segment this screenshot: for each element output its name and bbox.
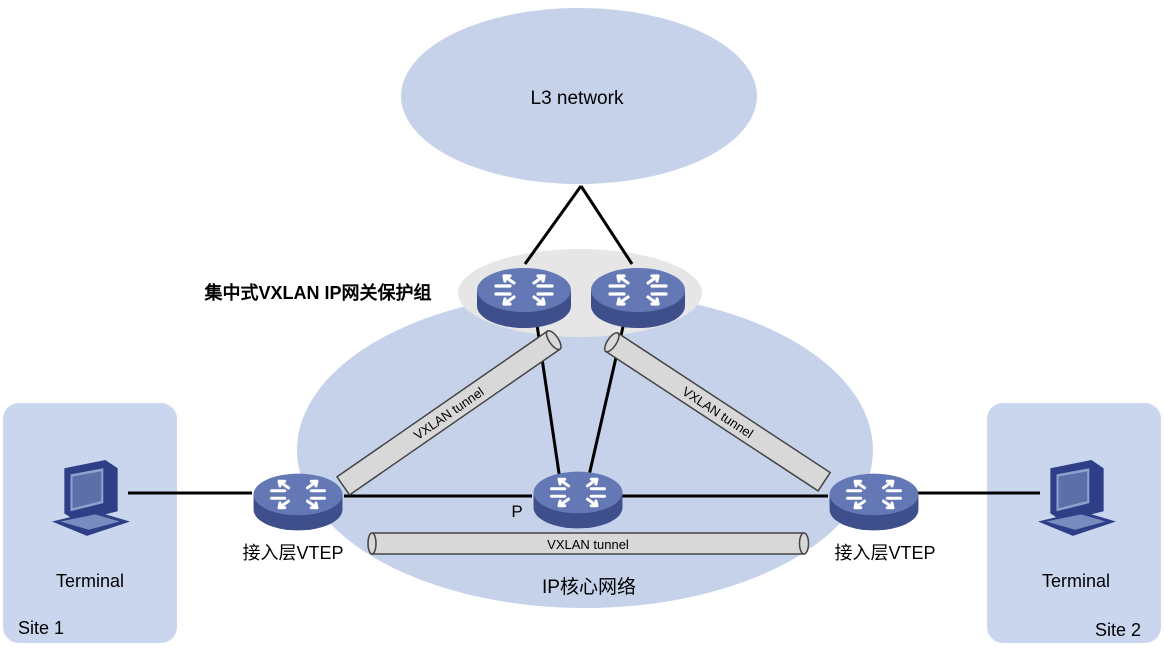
p-device-label: P (511, 502, 522, 521)
site1-label: Site 1 (18, 618, 64, 638)
right-terminal-label: Terminal (1042, 571, 1110, 591)
l3-network-label: L3 network (531, 88, 624, 109)
gateway-router-1-icon (475, 266, 573, 330)
ip-core-network-cloud (297, 292, 873, 608)
right-vtep-label: 接入层VTEP (834, 543, 935, 563)
tunnel-bottom: VXLAN tunnel (367, 532, 810, 555)
link-l3-to-gw1 (523, 185, 583, 265)
l3-network-cloud (401, 8, 757, 184)
core-network-label: IP核心网络 (542, 576, 636, 598)
left-vtep-label: 接入层VTEP (242, 543, 343, 563)
tunnel-bottom-label: VXLAN tunnel (547, 537, 629, 552)
right-vtep-router-icon (828, 472, 920, 532)
link-l3-to-gw2 (579, 185, 634, 265)
p-router-icon (532, 470, 624, 530)
links (128, 185, 1040, 498)
gateway-router-2-icon (589, 266, 687, 330)
gateway-group-label: 集中式VXLAN IP网关保护组 (203, 282, 431, 303)
left-terminal-label: Terminal (56, 571, 124, 591)
left-vtep-router-icon (252, 472, 344, 532)
site2-label: Site 2 (1095, 620, 1141, 640)
